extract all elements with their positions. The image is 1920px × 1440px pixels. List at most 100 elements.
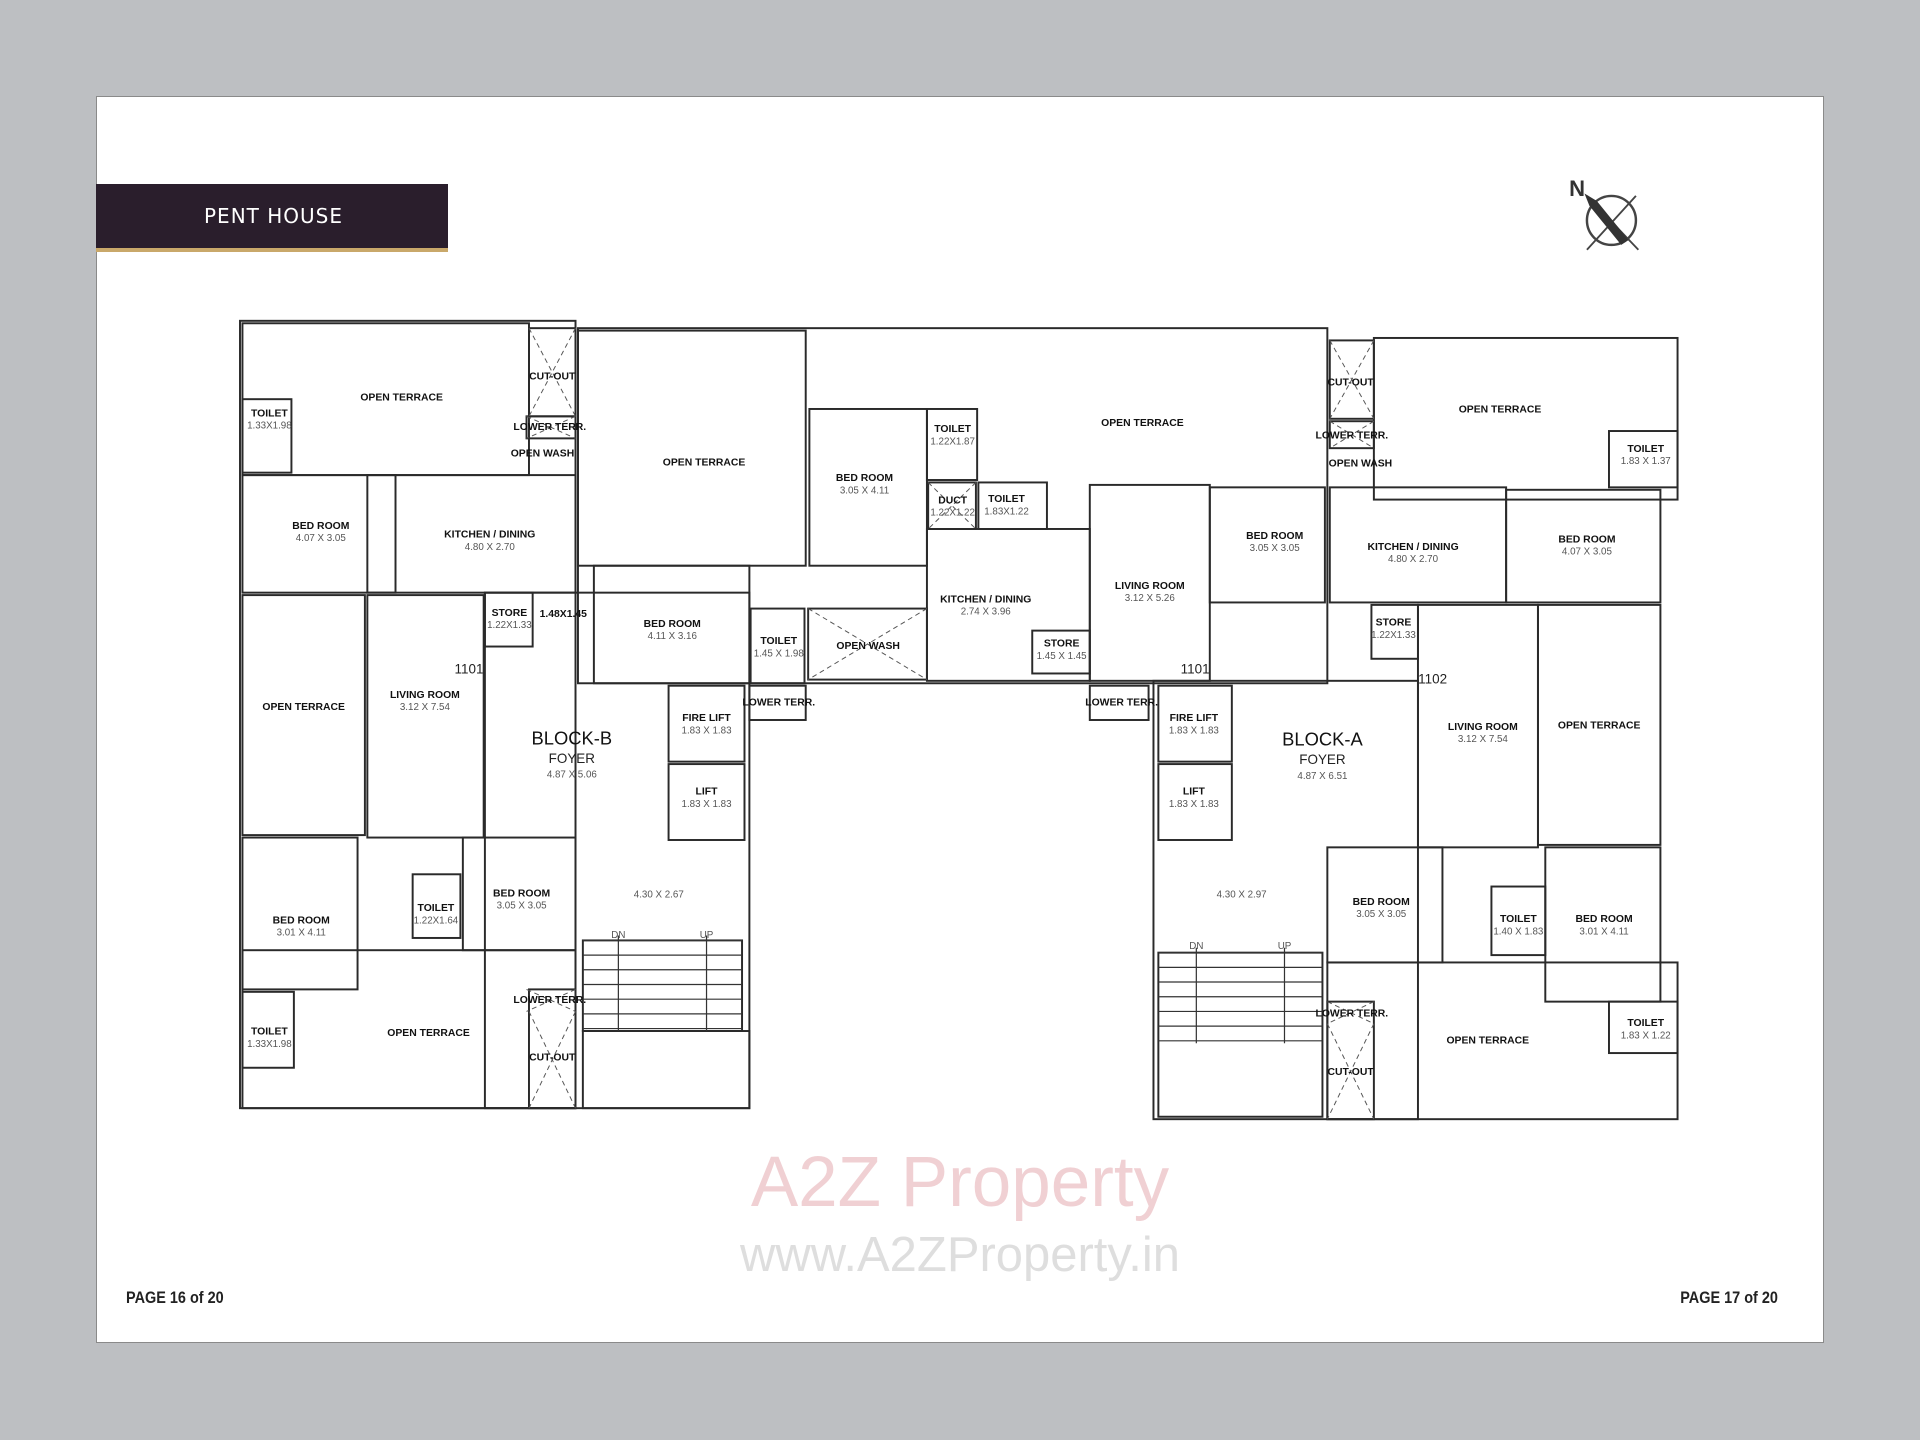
- room-name: LIFT: [1183, 787, 1206, 798]
- room-name: OPEN TERRACE: [262, 702, 345, 713]
- room-name: TOILET: [988, 494, 1025, 505]
- room-dimension: 3.05 X 3.05: [1250, 543, 1301, 554]
- room-dimension: 3.01 X 4.11: [277, 928, 326, 939]
- room-dimension: 1.22X1.87: [930, 436, 975, 447]
- plain-label: 4.30 X 2.67: [634, 890, 684, 901]
- room-dimension: 3.05 X 3.05: [1356, 909, 1407, 920]
- room-dimension: 1.83 X 1.22: [1621, 1030, 1671, 1041]
- room-name: TOILET: [1500, 914, 1537, 925]
- room-name: FIRE LIFT: [1170, 713, 1219, 724]
- watermark: A2Z Property www.A2ZProperty.in: [739, 1143, 1180, 1282]
- room-name: LOWER TERR.: [1315, 430, 1388, 441]
- room-dimension: 4.87 X 5.06: [547, 770, 598, 781]
- wall: [592, 564, 751, 685]
- room-dimension: 4.11 X 3.16: [648, 631, 698, 642]
- room-dimension: 3.01 X 4.11: [1579, 926, 1628, 937]
- unit-number: 1102: [1418, 671, 1447, 686]
- room-name: LOWER TERR.: [513, 422, 586, 433]
- wall: [1372, 336, 1679, 501]
- plain-label: UP: [1278, 941, 1292, 952]
- room-name: CUT-OUT: [1328, 378, 1375, 389]
- room-name: CUT-OUT: [529, 1052, 576, 1063]
- wall: [1536, 603, 1662, 846]
- room-dimension: 1.40 X 1.83: [1493, 926, 1544, 937]
- wall: [366, 474, 577, 594]
- cutout-cross: [526, 415, 576, 439]
- wall: [749, 607, 806, 685]
- wall: [1157, 951, 1324, 1118]
- section-title-bar: PENT HOUSE: [96, 184, 448, 252]
- room-dimension: 4.80 X 2.70: [465, 542, 516, 553]
- watermark-logo: A2Z Property: [751, 1143, 1170, 1222]
- plain-label: DN: [611, 930, 625, 941]
- room-name: OPEN TERRACE: [663, 457, 746, 468]
- room-dimension: 1.45 X 1.45: [1037, 651, 1088, 662]
- room-name: LOWER TERR.: [513, 995, 586, 1006]
- room-dimension: 3.05 X 4.11: [840, 485, 889, 496]
- wall: [576, 329, 807, 567]
- wall: [1157, 763, 1233, 841]
- room-dimension: 1.83 X 1.83: [682, 799, 733, 810]
- wall: [667, 684, 746, 763]
- room-dimension: 1.22X1.64: [414, 915, 459, 926]
- plain-label: 4.30 X 2.97: [1217, 890, 1267, 901]
- wall: [1544, 846, 1662, 1003]
- cutout-cross: [526, 988, 576, 1012]
- room-dimension: 1.22X1.33: [1371, 630, 1416, 641]
- watermark-url: www.A2ZProperty.in: [739, 1228, 1180, 1282]
- room-labels: OPEN TERRACETOILET1.33X1.98CUT-OUTLOWER …: [247, 372, 1671, 1079]
- room-name: TOILET: [934, 424, 971, 435]
- cutout-cross: [927, 482, 977, 530]
- room-name: LIVING ROOM: [1115, 581, 1185, 592]
- room-dimension: 4.87 X 6.51: [1297, 771, 1347, 782]
- room-name: STORE: [492, 608, 528, 619]
- room-name: TOILET: [251, 408, 288, 419]
- room-dimension: 1.33X1.98: [247, 421, 292, 432]
- wall: [241, 836, 359, 991]
- cutout-cross: [927, 482, 977, 530]
- room-name: BED ROOM: [1353, 897, 1410, 908]
- room-name: LIFT: [696, 787, 719, 798]
- room-name: LIVING ROOM: [390, 690, 460, 701]
- wall: [411, 873, 462, 939]
- section-title: PENT HOUSE: [204, 204, 343, 228]
- room-name: OPEN TERRACE: [1558, 721, 1641, 732]
- cutout-cross: [1326, 1023, 1375, 1120]
- plain-label: UP: [700, 930, 714, 941]
- room-name: STORE: [1044, 639, 1080, 650]
- room-name: LIVING ROOM: [1448, 722, 1518, 733]
- page-number-left: PAGE 16 of 20: [126, 1288, 224, 1307]
- north-label: N: [1569, 176, 1585, 201]
- wall: [581, 939, 744, 1032]
- wall: [1208, 486, 1326, 604]
- room-name: DUCT: [938, 495, 968, 506]
- wall: [1031, 629, 1091, 675]
- room-dimension: 1.22X1.33: [487, 620, 532, 631]
- room-name: OPEN WASH: [1329, 459, 1393, 470]
- room-name: KITCHEN / DINING: [444, 530, 535, 541]
- room-name: CUT-OUT: [1328, 1067, 1375, 1078]
- block-name: BLOCK-A: [1282, 729, 1363, 750]
- wall: [808, 408, 928, 567]
- cutout-cross: [1329, 340, 1375, 420]
- wall: [525, 415, 577, 440]
- wall: [925, 528, 1091, 682]
- plain-label: DN: [1189, 941, 1203, 952]
- wall: [1157, 684, 1233, 763]
- room-name: BED ROOM: [644, 619, 701, 630]
- foyer-label: FOYER: [1299, 752, 1346, 767]
- room-dimension: 1.83 X 1.37: [1621, 456, 1671, 467]
- room-name: BED ROOM: [836, 473, 893, 484]
- room-name: TOILET: [1627, 1018, 1664, 1029]
- cutout-cross: [1327, 1001, 1375, 1025]
- room-dimension: 1.83 X 1.83: [1169, 799, 1220, 810]
- cutout-cross: [1329, 420, 1375, 449]
- block-name: BLOCK-B: [532, 727, 613, 748]
- wall: [581, 1030, 751, 1110]
- room-dimension: 1.83 X 1.83: [1169, 725, 1220, 736]
- wall: [925, 408, 979, 481]
- room-name: TOILET: [418, 903, 455, 914]
- wall: [241, 594, 366, 837]
- wall: [1088, 684, 1150, 721]
